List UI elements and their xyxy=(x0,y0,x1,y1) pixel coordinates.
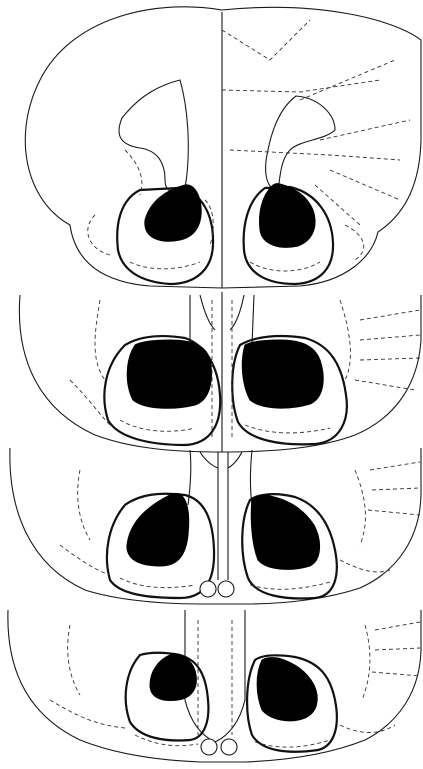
section-3-left-circle xyxy=(200,581,216,597)
section-panel-3 xyxy=(10,448,421,604)
section-3-left-lesion xyxy=(127,493,189,566)
section-panel-2 xyxy=(19,292,421,452)
section-2-outer-contour xyxy=(19,295,421,452)
section-1-left-lesion xyxy=(145,185,201,241)
section-4-right-circle xyxy=(221,739,237,755)
section-3-region-boundaries xyxy=(60,462,420,589)
section-4-region-boundaries xyxy=(50,620,420,747)
section-3-midline xyxy=(218,452,228,580)
section-4-left-lesion xyxy=(150,654,196,700)
section-3-right-septum xyxy=(228,450,252,505)
section-2-left-lesion xyxy=(127,340,211,408)
section-panel-4 xyxy=(8,610,421,762)
section-4-outer-contour xyxy=(8,610,421,762)
section-3-right-lesion xyxy=(251,496,319,570)
section-3-right-circle xyxy=(218,581,234,597)
section-2-left-septum xyxy=(190,295,215,345)
section-1-outer-contour xyxy=(25,7,421,288)
section-4-right-lesion xyxy=(257,658,317,721)
section-3-outer-contour xyxy=(10,448,421,604)
section-1-left-ventricle xyxy=(119,80,188,192)
section-4-left-circle xyxy=(201,739,217,755)
section-2-right-lesion xyxy=(242,340,323,408)
section-1-right-ventricle xyxy=(266,96,335,190)
section-2-right-septum xyxy=(230,295,254,345)
section-1-region-boundaries xyxy=(88,20,410,271)
section-panel-1 xyxy=(25,7,421,288)
